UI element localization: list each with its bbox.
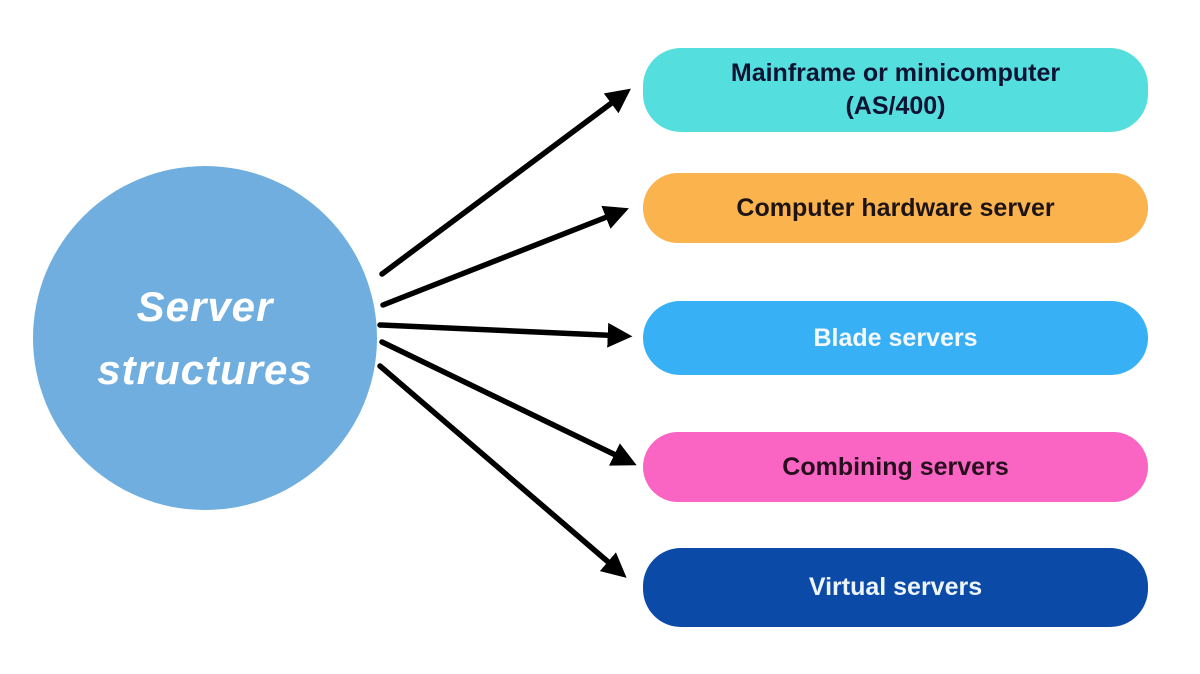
node-combining-servers: Combining servers: [643, 432, 1148, 502]
node-label-combining-servers: Combining servers: [782, 452, 1009, 481]
arrow-to-computer-hardware-server: [380, 205, 629, 308]
node-label-blade-servers: Blade servers: [813, 323, 978, 352]
arrow-to-combining-servers: [379, 339, 637, 466]
node-label-virtual-servers: Virtual servers: [808, 573, 983, 601]
node-label-mainframe: Mainframe or minicomputer (AS/400): [730, 59, 1061, 120]
arrow-to-mainframe: [379, 88, 631, 277]
center-node-label: Server structures: [97, 283, 313, 393]
node-virtual-servers: Virtual servers: [643, 548, 1148, 627]
node-computer-hardware-server: Computer hardware server: [643, 173, 1148, 243]
node-blade-servers: Blade servers: [643, 301, 1148, 375]
node-mainframe-or-minicomputer: Mainframe or minicomputer (AS/400): [643, 48, 1148, 132]
arrow-to-virtual-servers: [377, 363, 627, 578]
node-label-computer-hardware-server: Computer hardware server: [736, 193, 1055, 222]
arrow-to-blade-servers: [377, 322, 633, 348]
center-node-server-structures: Server structures: [33, 166, 377, 510]
